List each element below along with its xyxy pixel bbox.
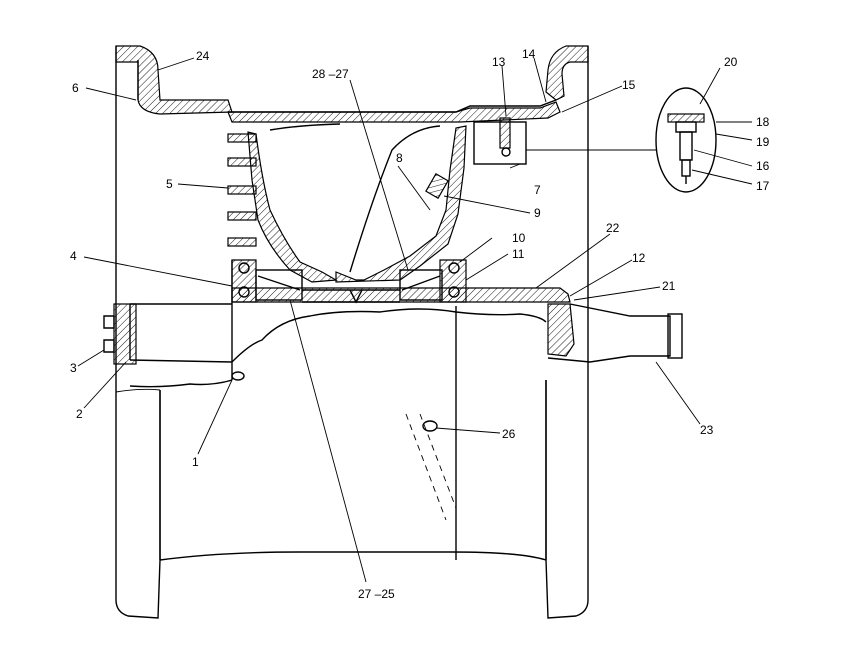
label-22: 22 xyxy=(606,221,620,235)
label-19: 19 xyxy=(756,135,770,149)
label-4: 4 xyxy=(70,249,77,263)
label-10: 10 xyxy=(512,231,526,245)
label-16: 16 xyxy=(756,159,770,173)
spindle-axle xyxy=(103,287,683,388)
label-8: 8 xyxy=(396,151,403,165)
dashed-part-26 xyxy=(405,413,457,521)
label-12: 12 xyxy=(632,251,646,265)
label-26: 26 xyxy=(502,427,516,441)
hub-disc xyxy=(231,123,467,304)
label-17: 17 xyxy=(756,179,770,193)
stud xyxy=(227,133,257,143)
label-9: 9 xyxy=(534,206,541,220)
label-15: 15 xyxy=(622,78,636,92)
label-3: 3 xyxy=(70,361,77,375)
label-28-27: 28 –27 xyxy=(312,67,349,81)
label-7: 7 xyxy=(534,183,541,197)
label-1: 1 xyxy=(192,455,199,469)
wheel-studs xyxy=(227,133,257,247)
grease-fitting xyxy=(425,173,449,199)
wheel-rim xyxy=(115,45,589,619)
label-18: 18 xyxy=(756,115,770,129)
stud xyxy=(227,157,257,167)
label-23: 23 xyxy=(700,423,714,437)
label-20: 20 xyxy=(724,55,738,69)
label-14: 14 xyxy=(522,47,536,61)
leader-lines xyxy=(77,57,753,583)
detail-callout xyxy=(655,87,717,193)
stud xyxy=(227,185,257,195)
label-21: 21 xyxy=(662,279,676,293)
stud xyxy=(227,237,257,247)
part-labels: 1 2 3 4 5 6 7 8 9 10 11 12 13 14 15 16 1… xyxy=(70,47,770,601)
label-2: 2 xyxy=(76,407,83,421)
label-11: 11 xyxy=(512,247,525,261)
label-6: 6 xyxy=(72,81,79,95)
stud xyxy=(227,211,257,221)
label-27-25: 27 –25 xyxy=(358,587,395,601)
label-5: 5 xyxy=(166,177,173,191)
label-13: 13 xyxy=(492,55,506,69)
valve-assembly xyxy=(473,117,656,165)
label-24: 24 xyxy=(196,49,210,63)
